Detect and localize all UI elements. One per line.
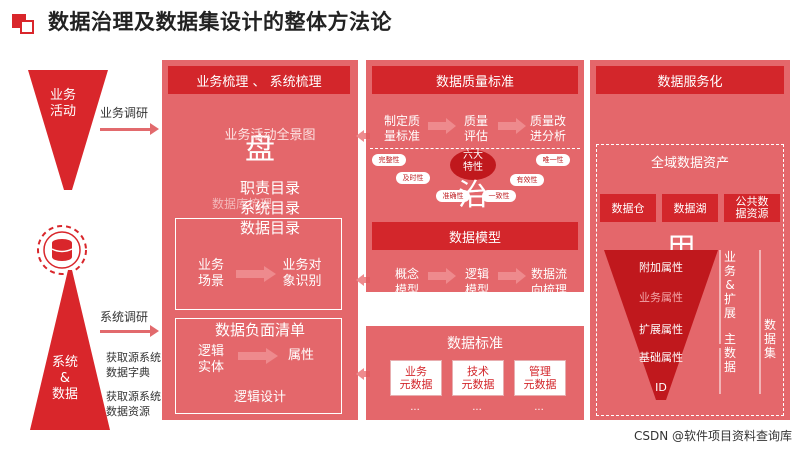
arrow-model-2 (498, 268, 526, 284)
logo-outline-square (20, 20, 34, 34)
logical-entity: 逻辑 实体 (197, 344, 224, 375)
asset-public-resources: 公共数 据资源 (724, 194, 780, 222)
attribute: 属性 (287, 348, 314, 363)
quality-header: 数据质量标准 (372, 66, 578, 94)
trait-uniqueness: 唯一性 (536, 154, 570, 166)
business-object-box (175, 218, 342, 310)
ellipsis-3: ... (534, 402, 544, 413)
arrow-biz-line (100, 128, 152, 131)
quality-step-2: 质量 评估 (463, 114, 488, 143)
ellipsis-1: ... (410, 402, 420, 413)
assets-dashed-box (596, 144, 784, 416)
standard-management-metadata: 管理 元数据 (514, 360, 566, 396)
business-scene: 业务 场景 (197, 258, 224, 289)
traits-area (370, 148, 580, 208)
business-object-recognition: 业务对 象识别 (282, 258, 322, 289)
assets-title: 全域数据资产 (650, 156, 729, 171)
data-catalog: 数据目录 (239, 219, 300, 237)
faded-label-db: 数据库梳理 (212, 197, 273, 211)
ellipsis-2: ... (472, 402, 482, 413)
service-header: 数据服务化 (596, 66, 784, 94)
arrow-sys-line (100, 330, 152, 333)
arrow-entity-attr (238, 348, 278, 364)
label-system-research: 系统调研 (100, 310, 149, 324)
arrow-quality-2 (498, 118, 526, 134)
arrow-model-1 (428, 268, 456, 284)
panel-service (590, 60, 790, 420)
label-source-dictionary: 获取源系统 数据字典 (106, 351, 161, 379)
responsibility-catalog: 职责目录 (239, 179, 300, 197)
top-funnel-label: 业务 活动 (49, 88, 76, 119)
bottom-funnel (30, 270, 110, 430)
side-label-master-data: 主数据 (723, 332, 736, 374)
six-traits-ellipse (450, 150, 496, 180)
trait-completeness: 完整性 (372, 154, 406, 166)
layer-brackets (719, 250, 761, 394)
data-negative-list: 数据负面清单 (214, 321, 305, 339)
data-layer-funnel (604, 250, 718, 400)
side-label-business-extension: 业务&扩展 (723, 250, 736, 320)
six-traits-label: 六大 特性 (463, 150, 483, 173)
trait-consistency: 一致性 (482, 190, 516, 202)
page-title: 数据治理及数据集设计的整体方法论 (48, 10, 392, 34)
asset-lake: 数据湖 (662, 194, 718, 222)
label-source-resources: 获取源系统 数据资源 (106, 390, 161, 418)
model-step-dataflow: 数据流 向梳理 (530, 267, 567, 297)
model-step-logical: 逻辑 模型 (464, 267, 489, 297)
logic-design-label: 逻辑设计 (233, 390, 286, 405)
standard-business-metadata: 业务 元数据 (390, 360, 442, 396)
standard-technical-metadata: 技术 元数据 (452, 360, 504, 396)
business-landscape: 业务活动全景图 (224, 128, 316, 143)
top-funnel (28, 70, 108, 190)
layer-basic: 基础属性 (639, 351, 683, 364)
layer-additional: 附加属性 (639, 261, 683, 274)
system-catalog: 系统目录 (239, 199, 300, 217)
layer-id: ID (655, 381, 667, 394)
model-header: 数据模型 (372, 222, 578, 250)
arrow-biz-head (150, 123, 159, 135)
arrow-quality-1 (428, 118, 456, 134)
database-icon (37, 225, 87, 275)
panel1-header: 业务梳理 、 系统梳理 (168, 66, 350, 94)
model-step-concept: 概念 模型 (394, 267, 419, 297)
bottom-funnel-label: 系统 & 数据 (51, 355, 78, 402)
logic-design-box (175, 318, 342, 414)
trait-accuracy: 准确性 (436, 190, 470, 202)
arrow-scene-object (236, 266, 276, 282)
trait-validity: 有效性 (510, 174, 544, 186)
quality-step-3: 质量改 进分析 (529, 114, 566, 143)
watermark: CSDN @软件项目资料查询库 (633, 429, 792, 443)
quality-step-1: 制定质 量标准 (383, 114, 420, 143)
side-label-dataset: 数据集 (763, 318, 776, 360)
layer-extension: 扩展属性 (639, 323, 683, 336)
asset-warehouse: 数据仓 (600, 194, 656, 222)
trait-timeliness: 及时性 (396, 172, 430, 184)
label-business-research: 业务调研 (100, 106, 149, 120)
overlay-char-inventory: 盘 (245, 132, 275, 167)
arrow-sys-head (150, 325, 159, 337)
standards-title: 数据标准 (447, 336, 503, 352)
layer-business: 业务属性 (639, 291, 683, 304)
